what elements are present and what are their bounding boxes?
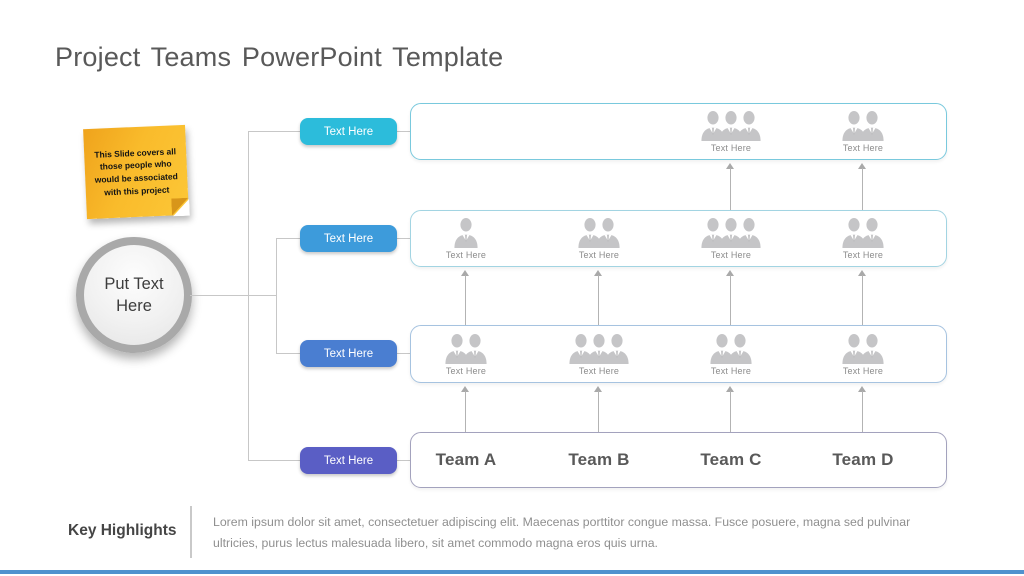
level-4-button[interactable]: Text Here — [300, 447, 397, 474]
people-group-icon — [709, 334, 753, 364]
up-arrow-icon — [460, 386, 470, 432]
connector-line — [276, 238, 277, 354]
connector-line — [276, 353, 300, 354]
key-highlights-body[interactable]: Lorem ipsum dolor sit amet, consectetuer… — [213, 515, 911, 550]
up-arrow-icon — [857, 163, 867, 210]
people-cell — [406, 104, 526, 159]
up-arrow-icon — [725, 163, 735, 210]
team-label[interactable]: Team C — [700, 450, 762, 469]
root-node-label: Put Text Here — [104, 274, 164, 315]
up-arrow-icon — [593, 386, 603, 432]
connector-line — [190, 295, 276, 296]
cell-text-placeholder[interactable]: Text Here — [710, 143, 752, 153]
cell-text-placeholder[interactable]: Text Here — [710, 250, 752, 260]
people-group-icon — [841, 111, 885, 141]
connector-line — [397, 460, 410, 461]
people-cell: Text Here — [671, 326, 791, 382]
level-3-button[interactable]: Text Here — [300, 340, 397, 367]
up-arrow-icon — [857, 270, 867, 325]
connector-line — [397, 131, 410, 132]
footer-divider — [190, 506, 192, 558]
cell-text-placeholder[interactable]: Text Here — [578, 250, 620, 260]
connector-line — [248, 131, 249, 461]
team-label[interactable]: Team A — [435, 450, 497, 469]
team-cell: Team B — [539, 433, 659, 487]
connector-line — [397, 238, 410, 239]
team-cell: Team A — [406, 433, 526, 487]
cell-text-placeholder[interactable]: Text Here — [842, 366, 884, 376]
people-group-icon — [841, 218, 885, 248]
people-group-icon — [577, 218, 621, 248]
cell-text-placeholder[interactable]: Text Here — [842, 250, 884, 260]
cell-text-placeholder[interactable]: Text Here — [842, 143, 884, 153]
people-cell: Text Here — [803, 211, 923, 266]
people-group-icon — [444, 334, 488, 364]
cell-text-placeholder[interactable]: Text Here — [710, 366, 752, 376]
org-level-row-1[interactable]: Text Here Text Here — [410, 103, 947, 160]
people-cell: Text Here — [539, 211, 659, 266]
level-1-button[interactable]: Text Here — [300, 118, 397, 145]
slide-title[interactable]: Project Teams PowerPoint Template — [55, 42, 504, 72]
up-arrow-icon — [725, 270, 735, 325]
teams-row[interactable]: Team A Team B Team C Team D — [410, 432, 947, 488]
people-cell: Text Here — [671, 211, 791, 266]
team-cell: Team C — [671, 433, 791, 487]
level-2-button[interactable]: Text Here — [300, 225, 397, 252]
up-arrow-icon — [460, 270, 470, 325]
key-highlights-heading[interactable]: Key Highlights — [68, 522, 177, 539]
people-group-icon — [453, 218, 479, 248]
sticky-note-text: This Slide covers all those people who w… — [94, 145, 179, 198]
people-group-icon — [700, 218, 762, 248]
up-arrow-icon — [593, 270, 603, 325]
connector-line — [397, 353, 410, 354]
root-node-circle[interactable]: Put Text Here — [76, 237, 192, 353]
people-cell: Text Here — [803, 326, 923, 382]
people-group-icon — [841, 334, 885, 364]
org-level-row-2[interactable]: Text Here Text Here Text Here Text Here — [410, 210, 947, 267]
team-label[interactable]: Team D — [832, 450, 894, 469]
org-level-row-3[interactable]: Text Here Text Here Text Here Text Here — [410, 325, 947, 383]
cell-text-placeholder[interactable]: Text Here — [445, 366, 487, 376]
connector-line — [276, 238, 300, 239]
accent-bar — [0, 570, 1024, 574]
connector-line — [248, 131, 300, 132]
team-cell: Team D — [803, 433, 923, 487]
people-cell: Text Here — [803, 104, 923, 159]
people-cell: Text Here — [406, 326, 526, 382]
people-cell: Text Here — [539, 326, 659, 382]
people-cell: Text Here — [671, 104, 791, 159]
people-cell — [539, 104, 659, 159]
people-group-icon — [568, 334, 630, 364]
connector-line — [248, 460, 300, 461]
cell-text-placeholder[interactable]: Text Here — [578, 366, 620, 376]
sticky-note[interactable]: This Slide covers all those people who w… — [83, 124, 189, 220]
people-group-icon — [700, 111, 762, 141]
team-label[interactable]: Team B — [568, 450, 630, 469]
people-cell: Text Here — [406, 211, 526, 266]
up-arrow-icon — [857, 386, 867, 432]
cell-text-placeholder[interactable]: Text Here — [445, 250, 487, 260]
up-arrow-icon — [725, 386, 735, 432]
